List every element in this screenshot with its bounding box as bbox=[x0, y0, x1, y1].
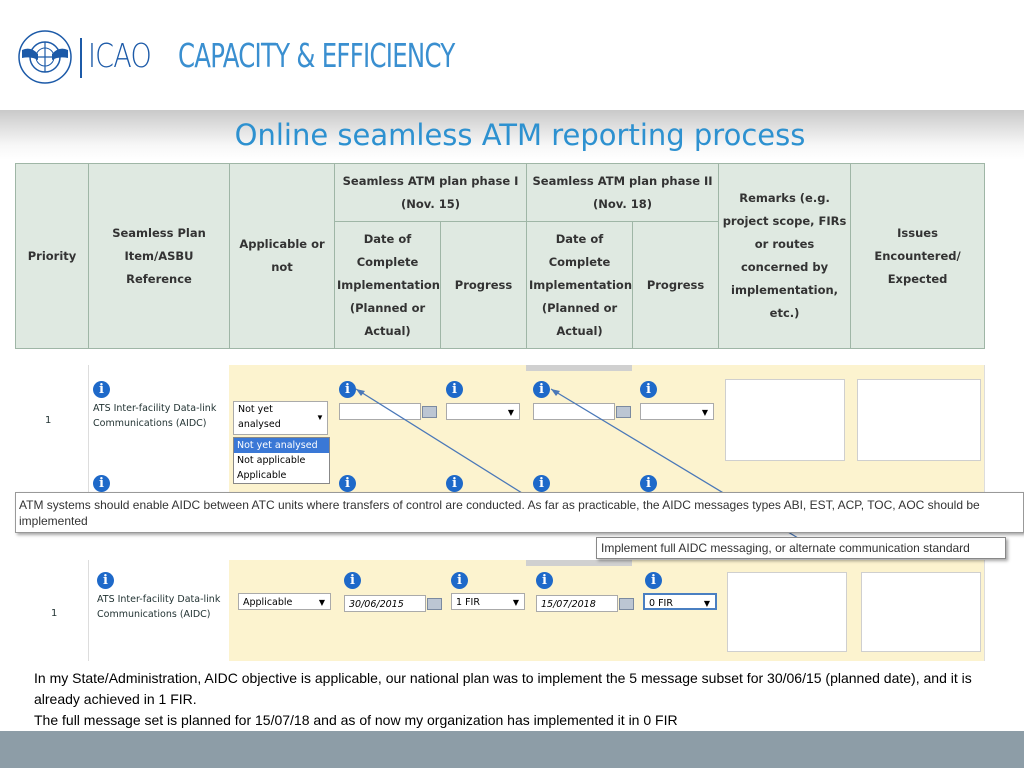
col-phase1: Seamless ATM plan phase I (Nov. 15) bbox=[333, 163, 528, 222]
info-icon[interactable]: i bbox=[451, 572, 468, 589]
info-icon[interactable]: i bbox=[344, 572, 361, 589]
phase2-progress-select[interactable]: ▼ bbox=[640, 403, 714, 420]
info-icon[interactable]: i bbox=[536, 572, 553, 589]
col-phase1-progress: Progress bbox=[439, 221, 528, 349]
priority-cell: 1 bbox=[45, 415, 52, 426]
footer-band bbox=[0, 731, 1024, 768]
chevron-down-icon: ▼ bbox=[318, 598, 325, 607]
calendar-icon[interactable] bbox=[619, 598, 634, 610]
phase2-progress-select[interactable]: 0 FIR▼ bbox=[643, 593, 717, 610]
col-issues: Issues Encountered/ Expected bbox=[850, 163, 986, 349]
priority-cell: 1 bbox=[51, 608, 58, 619]
description-text: In my State/Administration, AIDC objecti… bbox=[34, 668, 1004, 731]
info-icon[interactable]: i bbox=[533, 381, 550, 398]
applicable-select[interactable]: Not yet analysed bbox=[233, 401, 328, 435]
info-icon[interactable]: i bbox=[640, 381, 657, 398]
info-tooltip: ATM systems should enable AIDC between A… bbox=[15, 492, 1024, 533]
col-phase2-progress: Progress bbox=[632, 221, 720, 349]
dropdown-option[interactable]: Not applicable bbox=[237, 455, 306, 466]
info-icon[interactable]: i bbox=[339, 381, 356, 398]
item-text: ATS Inter-facility Data-link Communicati… bbox=[93, 403, 217, 429]
info-icon[interactable]: i bbox=[640, 475, 657, 492]
info-icon[interactable]: i bbox=[97, 572, 114, 589]
chevron-down-icon: ▼ bbox=[316, 413, 324, 422]
remarks-textarea[interactable] bbox=[727, 572, 847, 652]
col-phase2-date: Date of Complete Implementation (Planned… bbox=[526, 221, 634, 349]
table-row: 1 i ATS Inter-facility Data-link Communi… bbox=[15, 560, 985, 661]
info-icon[interactable]: i bbox=[446, 381, 463, 398]
page-title: Online seamless ATM reporting process bbox=[234, 118, 806, 152]
title-band bbox=[0, 110, 1024, 160]
chevron-down-icon: ▼ bbox=[507, 408, 514, 417]
icao-emblem-icon bbox=[18, 30, 72, 84]
phase1-date-input[interactable] bbox=[339, 403, 421, 420]
info-icon[interactable]: i bbox=[93, 475, 110, 492]
report-table-header: Priority Seamless Plan Item/ASBU Referen… bbox=[15, 163, 986, 349]
calendar-icon[interactable] bbox=[422, 406, 437, 418]
dropdown-option[interactable]: Not yet analysed bbox=[234, 438, 329, 453]
table-row: 1 i ATS Inter-facility Data-link Communi… bbox=[15, 365, 985, 495]
calendar-icon[interactable] bbox=[616, 406, 631, 418]
issues-textarea[interactable] bbox=[861, 572, 981, 652]
col-phase1-date: Date of Complete Implementation (Planned… bbox=[334, 221, 441, 349]
info-icon[interactable]: i bbox=[446, 475, 463, 492]
description-line: In my State/Administration, AIDC objecti… bbox=[34, 670, 972, 707]
col-priority: Priority bbox=[15, 163, 89, 349]
info-tooltip-phase2: Implement full AIDC messaging, or altern… bbox=[596, 537, 1006, 559]
dropdown-option[interactable]: Applicable bbox=[237, 470, 287, 481]
phase1-progress-select[interactable]: ▼ bbox=[446, 403, 520, 420]
brand-name: ICAO bbox=[88, 36, 152, 75]
logo-divider bbox=[80, 38, 82, 78]
chevron-down-icon: ▼ bbox=[512, 598, 519, 607]
section-title: CAPACITY & EFFICIENCY bbox=[178, 36, 455, 75]
col-remarks: Remarks (e.g. project scope, FIRs or rou… bbox=[718, 163, 852, 349]
chevron-down-icon: ▼ bbox=[701, 408, 708, 417]
info-icon[interactable]: i bbox=[645, 572, 662, 589]
issues-textarea[interactable] bbox=[857, 379, 981, 461]
col-phase2: Seamless ATM plan phase II (Nov. 18) bbox=[526, 163, 720, 222]
phase1-progress-select[interactable]: 1 FIR▼ bbox=[451, 593, 525, 610]
remarks-textarea[interactable] bbox=[725, 379, 845, 461]
info-icon[interactable]: i bbox=[93, 381, 110, 398]
chevron-down-icon: ▼ bbox=[703, 599, 710, 608]
applicable-dropdown-list: Not yet analysed Not applicable Applicab… bbox=[233, 437, 330, 484]
description-line: The full message set is planned for 15/0… bbox=[34, 712, 678, 728]
item-text: ATS Inter-facility Data-link Communicati… bbox=[97, 594, 221, 620]
calendar-icon[interactable] bbox=[427, 598, 442, 610]
info-icon[interactable]: i bbox=[339, 475, 356, 492]
applicable-select[interactable]: Applicable▼ bbox=[238, 593, 331, 610]
col-item: Seamless Plan Item/ASBU Reference bbox=[88, 163, 230, 349]
phase1-date-input[interactable]: 30/06/2015 bbox=[344, 595, 426, 612]
col-applicable: Applicable or not bbox=[229, 163, 335, 349]
info-icon[interactable]: i bbox=[533, 475, 550, 492]
phase2-date-input[interactable] bbox=[533, 403, 615, 420]
phase2-date-input[interactable]: 15/07/2018 bbox=[536, 595, 618, 612]
